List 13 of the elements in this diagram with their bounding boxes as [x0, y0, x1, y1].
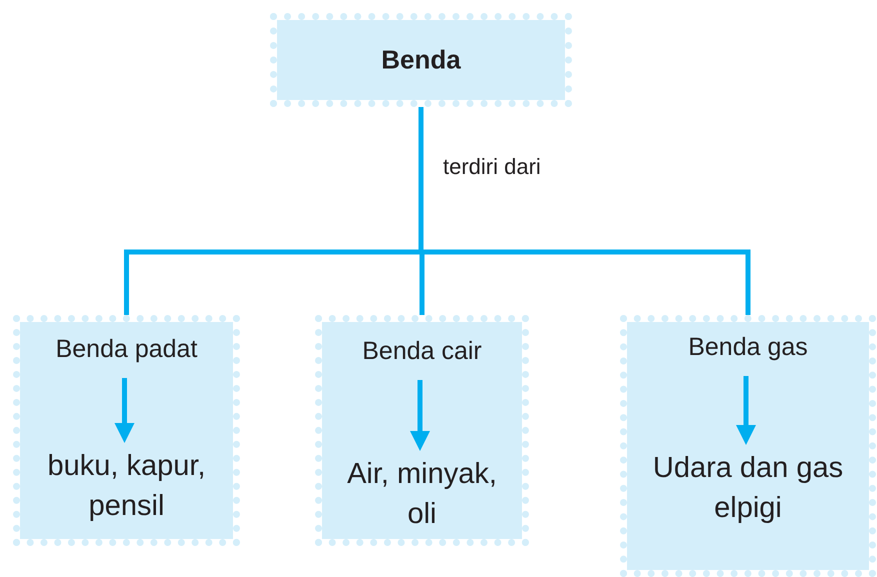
category-heading: Benda cair [322, 336, 522, 366]
category-box [315, 315, 529, 546]
arrow [114, 378, 134, 443]
category-box [620, 315, 876, 577]
category-heading: Benda gas [627, 332, 869, 362]
category-heading: Benda padat [20, 334, 233, 364]
example-text: Udara dan gas elpigi [627, 448, 869, 528]
example-text: Air, minyak, oli [322, 454, 522, 534]
arrow [736, 376, 756, 445]
arrow [410, 380, 430, 451]
example-text: buku, kapur, pensil [20, 446, 233, 526]
concept-box: Benda [270, 13, 572, 107]
category-box [13, 315, 240, 546]
